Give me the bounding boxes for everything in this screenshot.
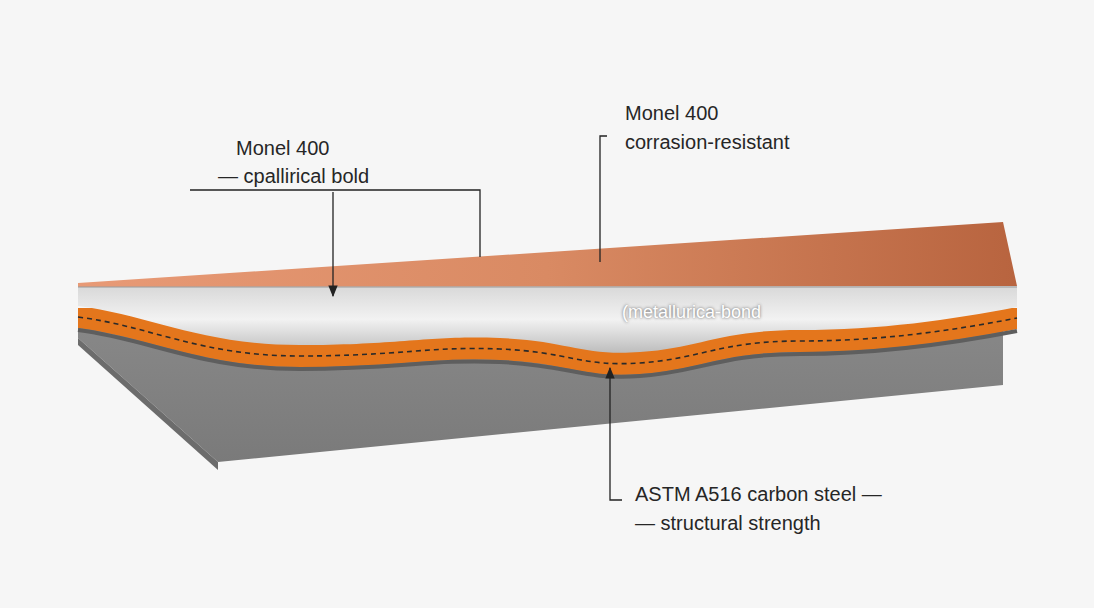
callout-label: Monel 400 [236,136,329,160]
leader-arrow [332,192,333,296]
leader-line [600,136,607,262]
callout-label: Monel 400 [625,101,718,125]
top-front-edge [78,287,1017,288]
leader-arrow [610,368,622,500]
cladding-front-face [78,286,1017,353]
callout-label: corrasion-resistant [625,130,790,154]
monel-top-face [78,222,1017,287]
callout-label: — cpallirical bold [218,164,369,188]
interface-label: (metallurica-bond [622,302,761,324]
leader-line [190,190,480,257]
callout-label: ASTM A516 carbon steel — [635,482,882,506]
callout-label: — structural strength [635,511,821,535]
